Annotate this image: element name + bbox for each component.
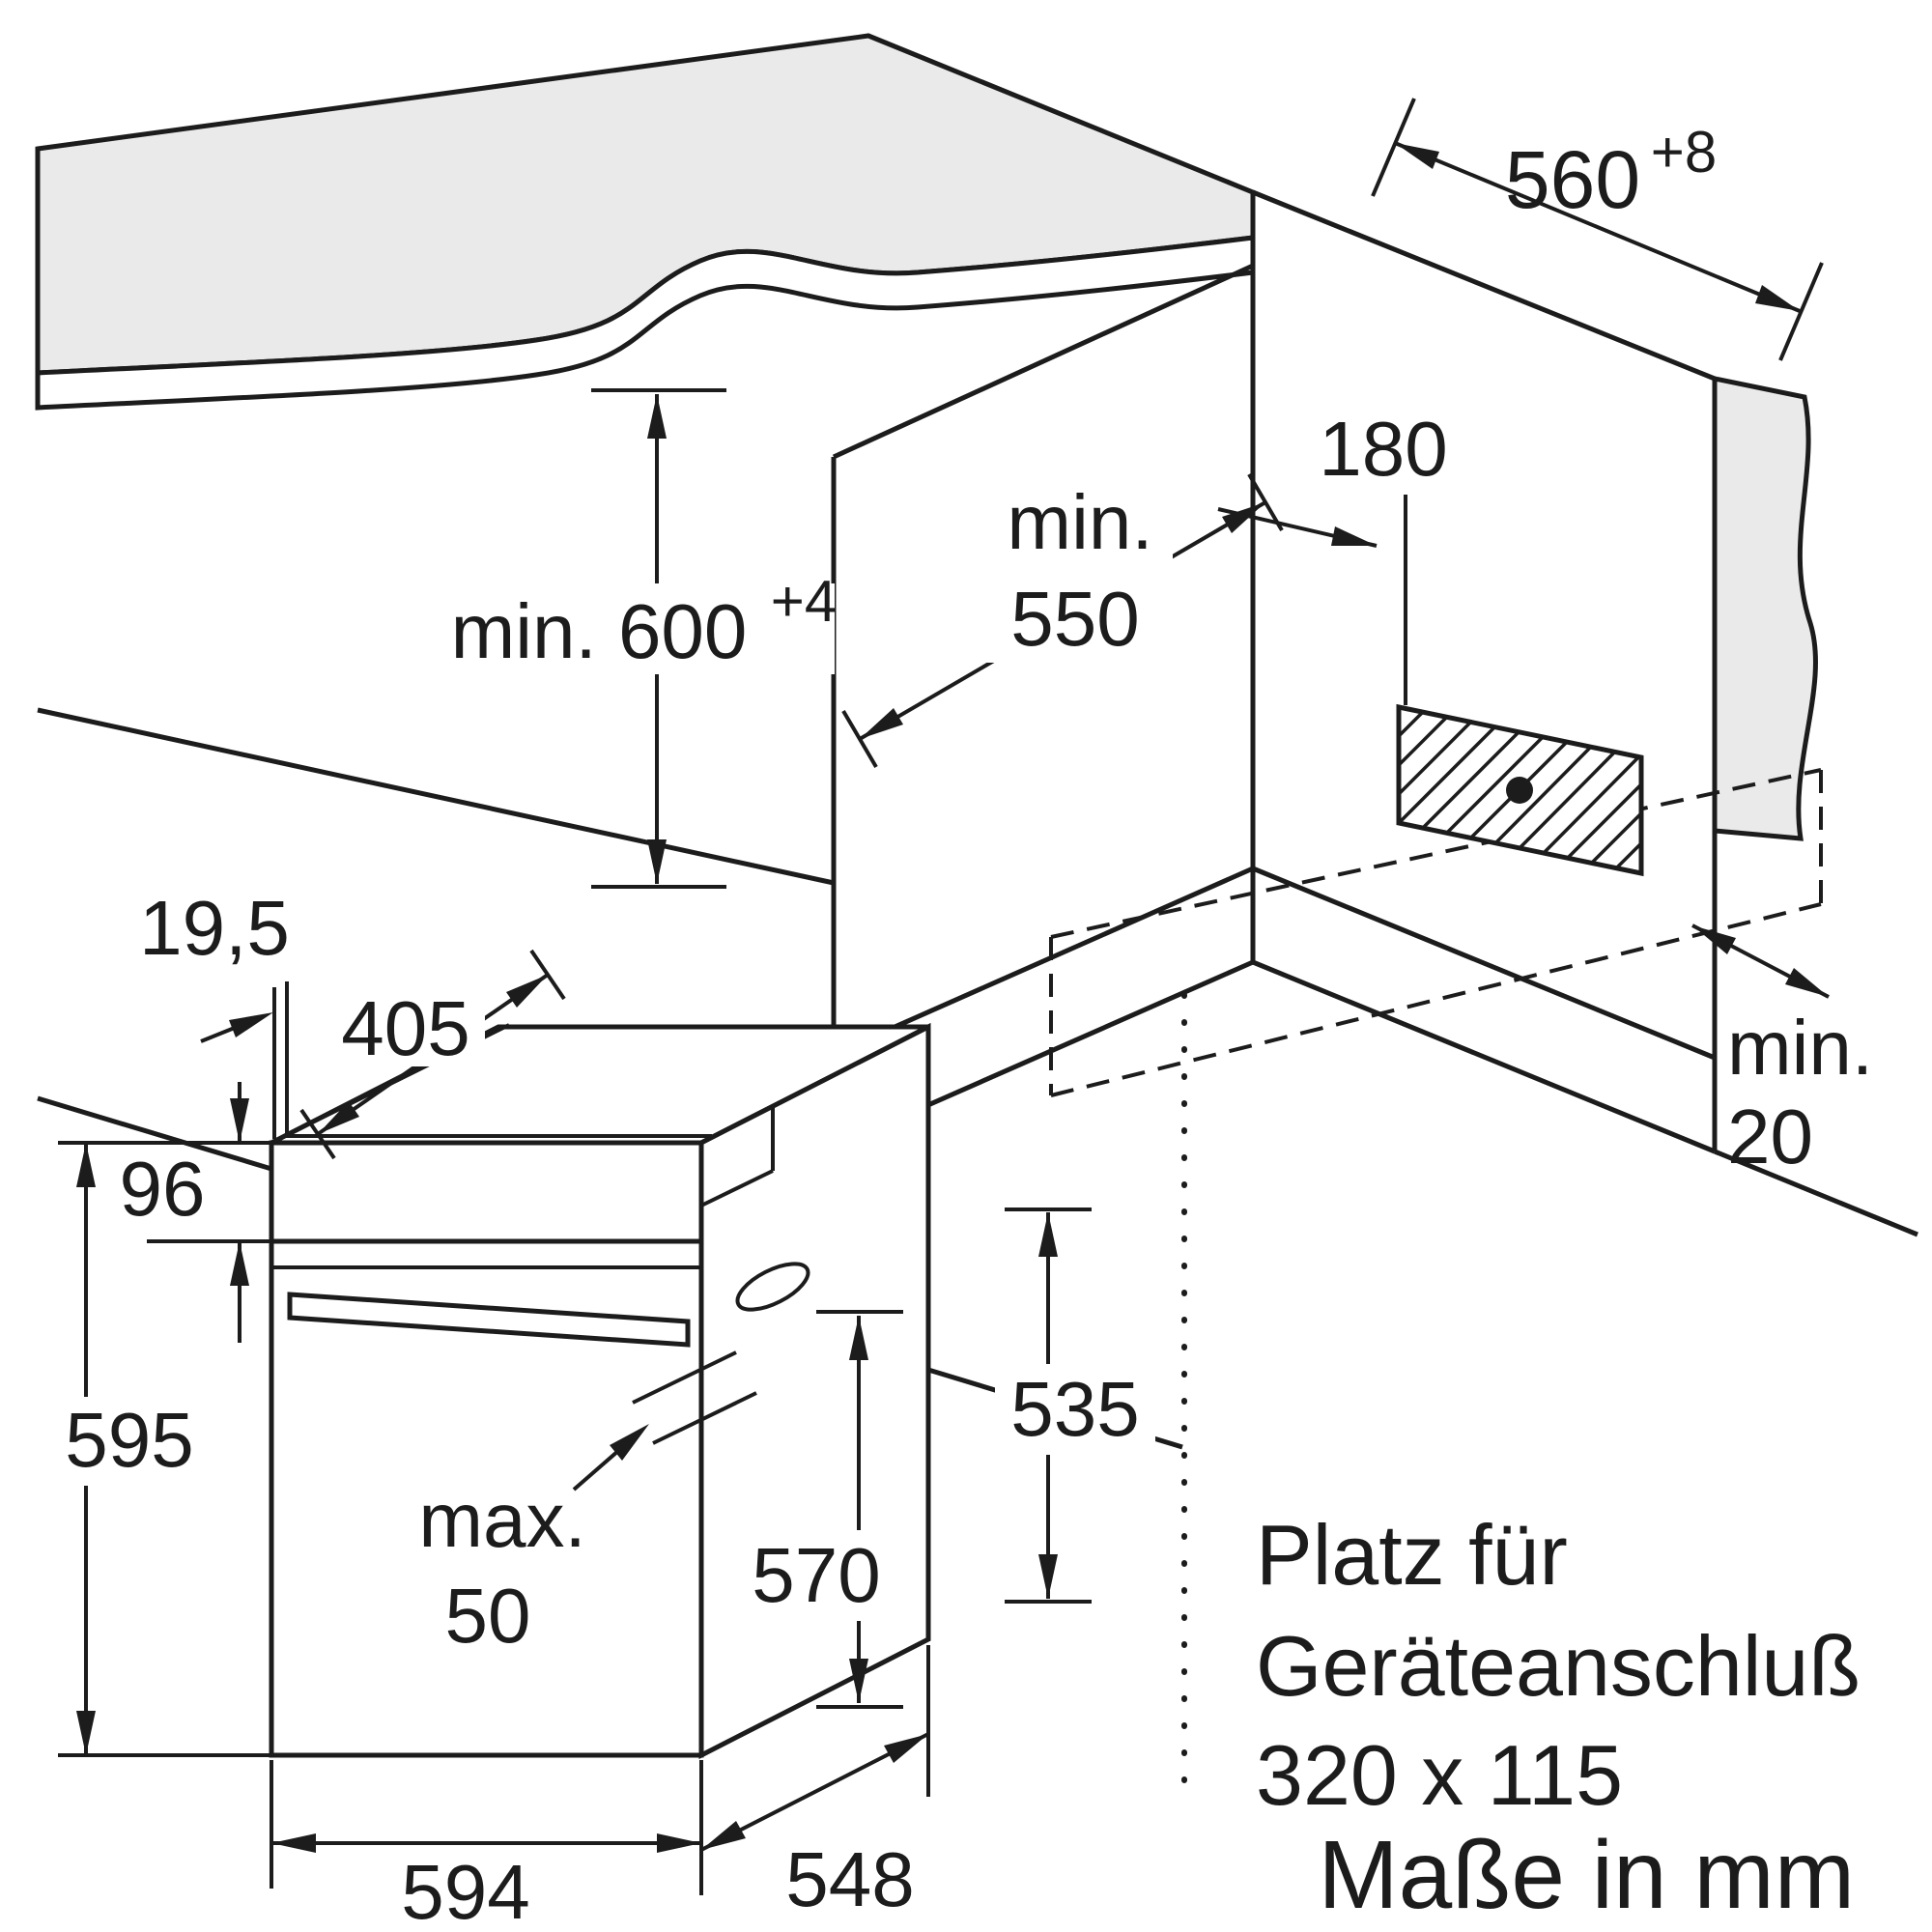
dim-total-height: 595 — [53, 1141, 271, 1757]
total-height-label: 595 — [65, 1397, 193, 1483]
connection-space-line3: 320 x 115 — [1256, 1727, 1623, 1823]
dim-niche-width: 560 +8 — [1371, 98, 1824, 361]
dim-niche-depth: min. 550 — [841, 472, 1284, 769]
note-connection-space: Platz für Geräteanschluß 320 x 115 — [1256, 1507, 1861, 1823]
connection-space-line1: Platz für — [1256, 1507, 1568, 1603]
niche-top-front-edge — [1252, 189, 1716, 382]
dim-width: 594 — [270, 1760, 703, 1932]
hidden-edges — [1049, 768, 1823, 1097]
oven — [269, 1022, 931, 1760]
door-handle — [287, 1292, 691, 1348]
connection-offset-label: 180 — [1319, 406, 1447, 492]
side-grip-slot — [735, 1262, 810, 1312]
top-depth-label: 405 — [341, 985, 469, 1071]
hidden-edge-2 — [1050, 902, 1822, 1097]
dim-cavity-height: 570 — [736, 1310, 903, 1709]
connection-point-dot — [1506, 777, 1533, 804]
dim-front-frame-overhang: 19,5 — [139, 885, 290, 1139]
dim-connection-offset: 180 — [1217, 406, 1461, 705]
niche-bottom-front-edge — [1252, 866, 1716, 1061]
side-trim-notch-a — [700, 1169, 774, 1208]
dim-niche-height: min. 600 +4 — [421, 388, 837, 889]
dim-rear-body-height: 535 — [995, 1208, 1155, 1604]
floor-edge-left — [37, 707, 835, 886]
dim-rear-gap: min. 20 — [1691, 923, 1873, 1179]
niche-width-label: 560 — [1505, 134, 1640, 225]
plinth-edge-2 — [1252, 959, 1716, 1154]
oven-side-face — [698, 1022, 931, 1760]
side-panel-top-edge — [832, 263, 1255, 460]
connection-cutout — [1396, 703, 1644, 877]
hidden-edge-1 — [1050, 768, 1822, 939]
niche-depth-prefix: min. — [1007, 479, 1152, 565]
niche-height-tolerance: +4 — [771, 569, 837, 634]
dim-body-depth: 548 — [700, 1645, 930, 1922]
right-wall-break — [1712, 375, 1818, 841]
panel-height-label: 96 — [120, 1146, 206, 1232]
rear-body-height-label: 535 — [1010, 1366, 1139, 1452]
floor-edge-right — [1714, 1149, 1918, 1237]
dim-panel-height: 96 — [120, 1082, 271, 1343]
niche-height-label: min. 600 — [451, 588, 748, 674]
niche-cabinet — [831, 189, 1718, 1061]
dim-top-depth: 405 — [299, 949, 566, 1160]
width-label: 594 — [401, 1849, 529, 1932]
handle-protrusion-prefix: max. — [418, 1477, 585, 1563]
dim-handle-protrusion: max. 50 — [418, 1350, 757, 1659]
cavity-height-label: 570 — [752, 1532, 880, 1618]
niche-depth-label: 550 — [1010, 576, 1139, 662]
units-note: Maße in mm — [1318, 1821, 1855, 1929]
connection-space-line2: Geräteanschluß — [1256, 1618, 1861, 1714]
worktop — [35, 33, 1256, 411]
side-panel-bottom-edge — [832, 866, 1255, 1057]
oven-front-face — [269, 1140, 704, 1758]
body-depth-label: 548 — [785, 1836, 914, 1922]
niche-width-tolerance: +8 — [1651, 120, 1717, 185]
rear-gap-prefix: min. — [1727, 1005, 1873, 1091]
handle-protrusion-label: 50 — [445, 1573, 531, 1659]
rear-gap-label: 20 — [1727, 1094, 1813, 1179]
front-frame-overhang-label: 19,5 — [139, 885, 290, 971]
right-wall-cross-section — [1712, 375, 1818, 841]
